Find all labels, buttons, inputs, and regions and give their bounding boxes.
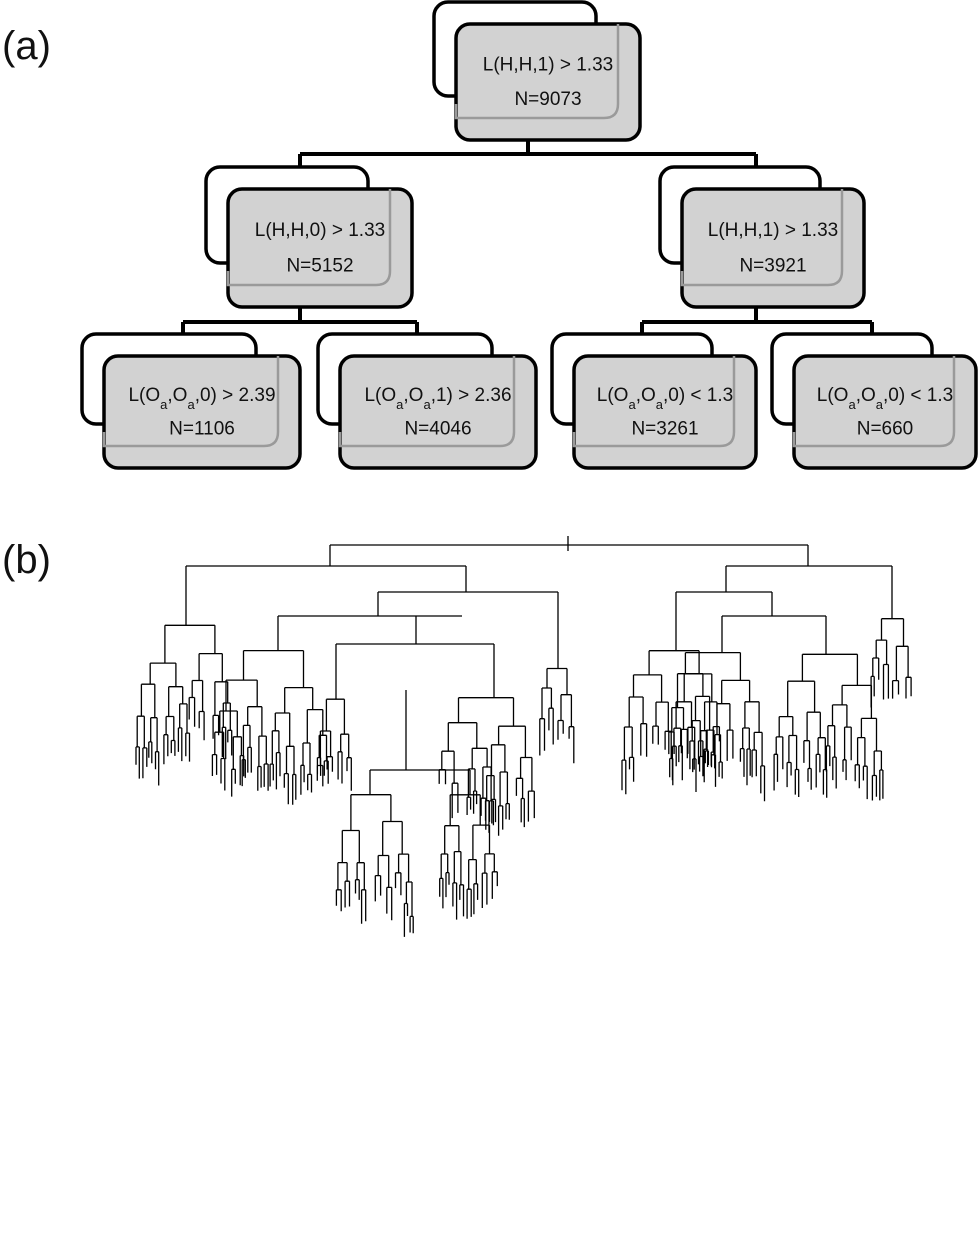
panel-label-a: (a) — [2, 24, 51, 68]
node-overlap-line — [572, 356, 736, 448]
node-count: N=3261 — [631, 418, 698, 439]
node-count: N=3921 — [739, 256, 806, 277]
node-condition: L(Oa,Oa,0) > 2.39 — [128, 385, 275, 412]
node-box — [102, 354, 302, 470]
node-overlap-line — [792, 356, 956, 448]
node-overlap-line — [680, 189, 844, 287]
node-condition: L(H,H,0) > 1.33 — [255, 220, 385, 241]
node-count: N=660 — [857, 418, 914, 439]
node-box — [572, 354, 758, 470]
node-count: N=9073 — [514, 89, 581, 110]
tree-node-right: L(H,H,1) > 1.33N=3921 — [658, 165, 866, 309]
node-overlap-line — [454, 24, 620, 120]
node-overlap-line — [338, 356, 516, 448]
tree-node-root: L(H,H,1) > 1.33N=9073 — [432, 0, 642, 142]
node-overlap-line — [226, 189, 392, 287]
node-condition: L(H,H,1) > 1.33 — [708, 220, 838, 241]
tree-node-ll: L(Oa,Oa,0) > 2.39N=1106 — [80, 332, 302, 470]
node-count: N=1106 — [169, 418, 235, 439]
tree-node-rr: L(Oa,Oa,0) < 1.3N=660 — [770, 332, 978, 470]
node-box — [454, 22, 642, 142]
node-condition: L(Oa,Oa,0) < 1.3 — [597, 385, 733, 412]
tree-node-rl: L(Oa,Oa,0) < 1.3N=3261 — [550, 332, 758, 470]
node-box — [338, 354, 538, 470]
node-overlap-line — [102, 356, 280, 448]
node-condition: L(H,H,1) > 1.33 — [483, 54, 613, 75]
node-count: N=5152 — [286, 256, 353, 277]
tree-connectors — [181, 140, 874, 356]
node-count: N=4046 — [404, 418, 471, 439]
node-box — [792, 354, 978, 470]
node-box — [680, 187, 866, 309]
tree-node-lr: L(Oa,Oa,1) > 2.36N=4046 — [316, 332, 538, 470]
node-condition: L(Oa,Oa,0) < 1.3 — [817, 385, 953, 412]
dendrogram-branches — [135, 536, 912, 937]
tree-node-left: L(H,H,0) > 1.33N=5152 — [204, 165, 414, 309]
panel-label-b: (b) — [2, 538, 51, 582]
node-condition: L(Oa,Oa,1) > 2.36 — [364, 385, 511, 412]
node-box — [226, 187, 414, 309]
